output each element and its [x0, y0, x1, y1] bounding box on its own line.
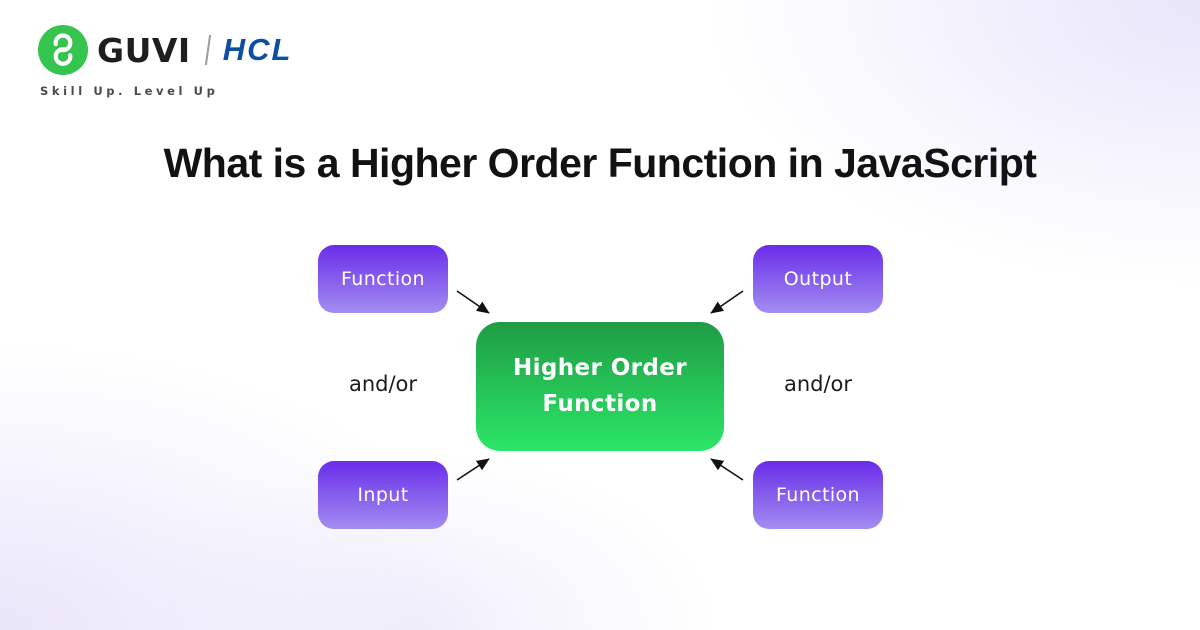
- node-function-bottom-right: Function: [753, 461, 883, 529]
- node-function-top-left: Function: [318, 245, 448, 313]
- hcl-wordmark: HCL: [222, 32, 293, 67]
- node-output-top-right: Output: [753, 245, 883, 313]
- arrow-bottom-left-to-center: [456, 458, 490, 481]
- node-label: Function: [340, 268, 425, 290]
- brand-header: GUVI HCL Skill Up. Level Up: [38, 25, 292, 98]
- arrow-top-right-to-center: [710, 290, 744, 314]
- node-label: Input: [357, 484, 409, 506]
- brand-tagline: Skill Up. Level Up: [40, 84, 219, 98]
- node-label: Function: [775, 484, 860, 506]
- node-label: Output: [783, 268, 853, 290]
- connector-and-or-left: and/or: [348, 372, 418, 396]
- arrow-top-left-to-center: [456, 290, 490, 314]
- page-title: What is a Higher Order Function in JavaS…: [163, 140, 1037, 186]
- node-input-bottom-left: Input: [318, 461, 448, 529]
- node-higher-order-function: Higher Order Function: [476, 322, 724, 451]
- guvi-wordmark: GUVI: [97, 30, 191, 70]
- guvi-logo-icon: [38, 25, 88, 75]
- logo-row: GUVI HCL: [38, 25, 292, 75]
- arrow-bottom-right-to-center: [710, 458, 744, 481]
- center-node-label: Higher Order Function: [512, 354, 688, 417]
- connector-and-or-right: and/or: [783, 372, 853, 396]
